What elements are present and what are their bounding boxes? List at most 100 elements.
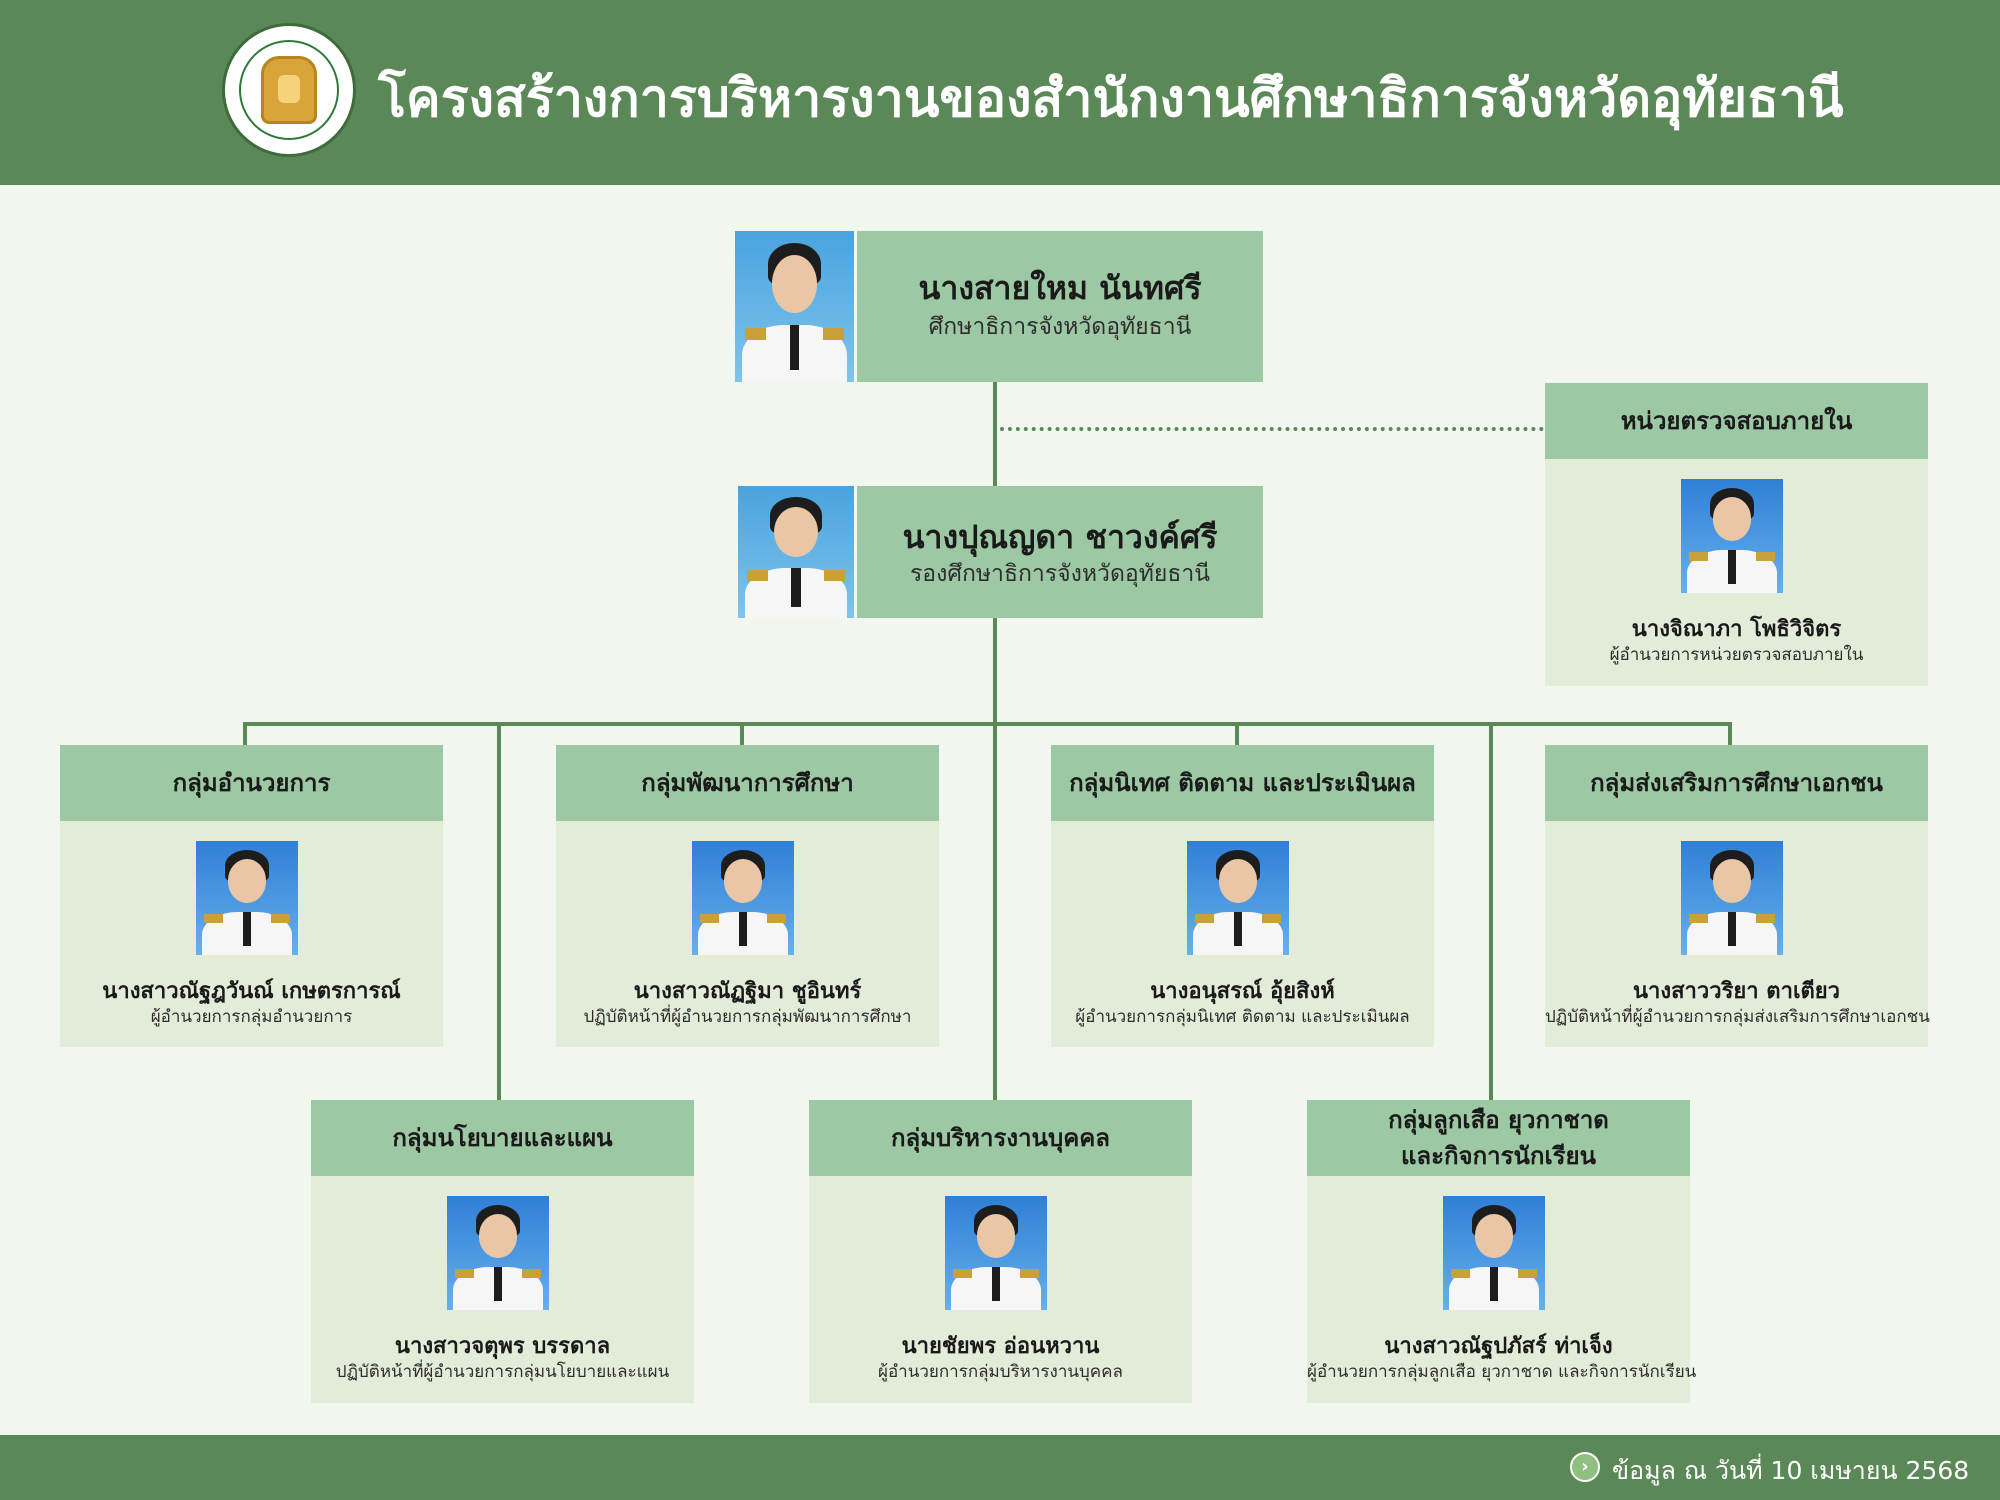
group-box-administration: กลุ่มอำนวยการ นางสาวณัฐฎวันณ์ เกษตรการณ์… bbox=[60, 745, 443, 1047]
photo-face bbox=[227, 859, 267, 903]
person-photo bbox=[692, 841, 794, 955]
group-box-private-education: กลุ่มส่งเสริมการศึกษาเอกชน นางสาววริยา ต… bbox=[1545, 745, 1930, 1047]
person-photo bbox=[1681, 841, 1783, 955]
group-box-supervision: กลุ่มนิเทศ ติดตาม และประเมินผล นางอนุสรณ… bbox=[1051, 745, 1434, 1047]
person-photo bbox=[1681, 479, 1783, 593]
person-name: นางสาวณัฐฎวันณ์ เกษตรการณ์ bbox=[102, 979, 401, 1004]
photo-face bbox=[1218, 859, 1258, 903]
person-name: นายชัยพร อ่อนหวาน bbox=[901, 1334, 1100, 1359]
photo-tie bbox=[789, 324, 800, 370]
photo-face bbox=[1474, 1214, 1514, 1258]
group-title: กลุ่มลูกเสือ ยุวกาชาด และกิจการนักเรียน bbox=[1307, 1100, 1690, 1176]
group-title: กลุ่มนโยบายและแผน bbox=[311, 1100, 694, 1176]
photo-face bbox=[1712, 497, 1752, 541]
person-photo bbox=[1187, 841, 1289, 955]
person-name: นางสาวณัฏฐิมา ชูอินทร์ bbox=[633, 979, 862, 1004]
person-position: ปฏิบัติหน้าที่ผู้อำนวยการกลุ่มนโยบายและแ… bbox=[335, 1362, 670, 1382]
connector-drop-1 bbox=[243, 722, 247, 745]
person-position: ผู้อำนวยการกลุ่มบริหารงานบุคคล bbox=[878, 1362, 1123, 1382]
photo-tie bbox=[493, 1266, 503, 1301]
photo-epaulette bbox=[1689, 913, 1708, 924]
logo-ring bbox=[239, 40, 339, 140]
emblem-icon bbox=[261, 56, 317, 124]
group-title: หน่วยตรวจสอบภายใน bbox=[1545, 383, 1928, 459]
group-title: กลุ่มพัฒนาการศึกษา bbox=[556, 745, 939, 821]
person-name: นางสาววริยา ตาเตียว bbox=[1632, 979, 1841, 1004]
person-name: นางสาวณัฐปภัสร์ ท่าเจ็ง bbox=[1384, 1334, 1613, 1359]
photo-epaulette bbox=[455, 1268, 474, 1279]
top-card: นางสายใหม นันทศรี ศึกษาธิการจังหวัดอุทัย… bbox=[857, 231, 1263, 382]
photo-face bbox=[773, 507, 819, 558]
photo-tie bbox=[738, 911, 748, 946]
photo-epaulette bbox=[1451, 1268, 1470, 1279]
photo-epaulette bbox=[1195, 913, 1214, 924]
group-title: กลุ่มนิเทศ ติดตาม และประเมินผล bbox=[1051, 745, 1434, 821]
photo-tie bbox=[1727, 911, 1737, 946]
top-photo bbox=[735, 231, 854, 382]
group-box-personnel: กลุ่มบริหารงานบุคคล นายชัยพร อ่อนหวาน ผู… bbox=[809, 1100, 1192, 1403]
photo-face bbox=[771, 255, 818, 313]
photo-epaulette bbox=[1020, 1268, 1039, 1279]
group-box-audit: หน่วยตรวจสอบภายใน นางจิณาภา โพธิวิจิตร ผ… bbox=[1545, 383, 1928, 686]
group-box-policy-planning: กลุ่มนโยบายและแผน นางสาวจตุพร บรรดาล ปฏิ… bbox=[311, 1100, 694, 1403]
chevron-right-circle-icon: › bbox=[1570, 1452, 1600, 1482]
photo-epaulette bbox=[271, 913, 290, 924]
office-emblem-logo bbox=[222, 23, 356, 157]
person-position: ผู้อำนวยการกลุ่มอำนวยการ bbox=[150, 1007, 353, 1027]
photo-tie bbox=[1489, 1266, 1499, 1301]
photo-epaulette bbox=[744, 327, 766, 340]
person-position: ผู้อำนวยการหน่วยตรวจสอบภายใน bbox=[1609, 645, 1864, 665]
connector-drop-3 bbox=[1235, 722, 1239, 745]
person-position: ผู้อำนวยการกลุ่มนิเทศ ติดตาม และประเมินผ… bbox=[1075, 1007, 1410, 1027]
photo-face bbox=[723, 859, 763, 903]
photo-face bbox=[478, 1214, 518, 1258]
person-position: ปฏิบัติหน้าที่ผู้อำนวยการกลุ่มส่งเสริมกา… bbox=[1545, 1007, 1930, 1027]
person-position: ผู้อำนวยการกลุ่มลูกเสือ ยุวกาชาด และกิจก… bbox=[1307, 1362, 1697, 1382]
deputy-card: นางปุณญดา ชาวงค์ศรี รองศึกษาธิการจังหวัด… bbox=[857, 486, 1263, 618]
connector-horizontal bbox=[243, 722, 1732, 726]
person-name: นางอนุสรณ์ อุ้ยสิงห์ bbox=[1150, 979, 1335, 1004]
person-photo bbox=[447, 1196, 549, 1310]
group-title: กลุ่มส่งเสริมการศึกษาเอกชน bbox=[1545, 745, 1928, 821]
photo-epaulette bbox=[1262, 913, 1281, 924]
deputy-photo bbox=[738, 486, 854, 618]
person-photo bbox=[196, 841, 298, 955]
connector-drop-7 bbox=[1489, 722, 1493, 1100]
photo-epaulette bbox=[953, 1268, 972, 1279]
photo-tie bbox=[791, 567, 801, 608]
photo-epaulette bbox=[522, 1268, 541, 1279]
photo-face bbox=[976, 1214, 1016, 1258]
footer-bar bbox=[0, 1435, 2000, 1500]
connector-top-deputy bbox=[993, 382, 997, 486]
person-photo bbox=[1443, 1196, 1545, 1310]
person-position: ปฏิบัติหน้าที่ผู้อำนวยการกลุ่มพัฒนาการศึ… bbox=[583, 1007, 912, 1027]
photo-epaulette bbox=[700, 913, 719, 924]
top-position: ศึกษาธิการจังหวัดอุทัยธานี bbox=[928, 314, 1192, 340]
photo-epaulette bbox=[1756, 913, 1775, 924]
photo-tie bbox=[1727, 549, 1737, 584]
photo-epaulette bbox=[747, 570, 769, 582]
connector-deputy-down bbox=[993, 618, 997, 1100]
connector-audit-dotted bbox=[1000, 427, 1544, 431]
top-name: นางสายใหม นันทศรี bbox=[918, 269, 1202, 307]
person-photo bbox=[945, 1196, 1047, 1310]
photo-epaulette bbox=[1689, 551, 1708, 562]
footer-date: ข้อมูล ณ วันที่ 10 เมษายน 2568 bbox=[1612, 1456, 1970, 1485]
page-title: โครงสร้างการบริหารงานของสำนักงานศึกษาธิก… bbox=[378, 69, 1844, 129]
deputy-position: รองศึกษาธิการจังหวัดอุทัยธานี bbox=[909, 561, 1211, 587]
photo-epaulette bbox=[1756, 551, 1775, 562]
photo-epaulette bbox=[204, 913, 223, 924]
photo-epaulette bbox=[767, 913, 786, 924]
photo-tie bbox=[1233, 911, 1243, 946]
photo-tie bbox=[991, 1266, 1001, 1301]
group-box-scouts-student-affairs: กลุ่มลูกเสือ ยุวกาชาด และกิจการนักเรียน … bbox=[1307, 1100, 1697, 1403]
photo-tie bbox=[242, 911, 252, 946]
group-title: กลุ่มอำนวยการ bbox=[60, 745, 443, 821]
group-title: กลุ่มบริหารงานบุคคล bbox=[809, 1100, 1192, 1176]
connector-drop-2 bbox=[740, 722, 744, 745]
photo-epaulette bbox=[823, 327, 845, 340]
deputy-name: นางปุณญดา ชาวงค์ศรี bbox=[902, 518, 1218, 556]
photo-epaulette bbox=[1518, 1268, 1537, 1279]
connector-drop-4 bbox=[1728, 722, 1732, 745]
connector-drop-5 bbox=[497, 722, 501, 1100]
